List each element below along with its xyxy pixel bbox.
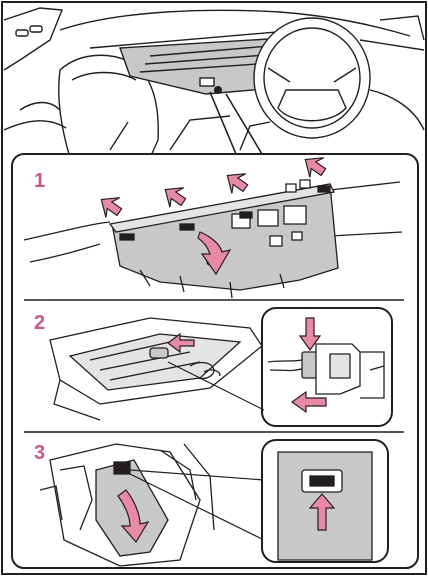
step-1-number: 1 (34, 170, 45, 193)
step-3-number: 3 (34, 442, 45, 465)
callout-origin (214, 86, 222, 94)
step-2-number: 2 (34, 312, 45, 335)
